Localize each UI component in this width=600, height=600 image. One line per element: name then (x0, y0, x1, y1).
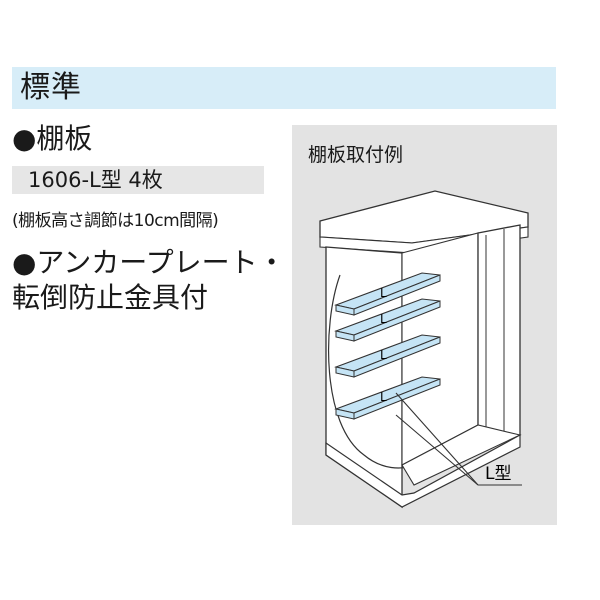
callout-line-2 (395, 392, 479, 486)
shelf-label-3: L (380, 348, 387, 362)
shelf-2: L (334, 298, 441, 342)
shelf-label-4: L (380, 390, 387, 404)
cabinet-curve (327, 274, 415, 469)
anchor-heading-line2: 転倒防止金具付 (12, 281, 209, 314)
shelf-1: L (334, 272, 441, 316)
anchor-heading-text: ●アンカープレート・ (12, 246, 286, 279)
cabinet-right-post (477, 224, 521, 446)
cabinet-top-front (319, 226, 529, 254)
cabinet-base (325, 433, 521, 508)
shelf-spec: 1606-L型 4枚 (28, 168, 163, 192)
page-title: 標準 (20, 70, 82, 105)
diagram-caption: 棚板取付例 (308, 144, 404, 166)
callout-label: L型 (485, 464, 511, 484)
header-bar: 標準 (12, 67, 556, 109)
shelf-4: L (334, 376, 441, 420)
callout-line-1 (395, 414, 479, 486)
shelf-3: L (334, 334, 441, 378)
cabinet-illustration: L L L L L型 (319, 190, 529, 509)
shelf-label-2: L (380, 312, 387, 326)
diagram-panel: 棚板取付例 L L (292, 125, 557, 525)
shelf-heading: ●棚板 (12, 122, 92, 156)
shelf-heading-text: ●棚板 (12, 122, 93, 155)
shelf-spec-bar: 1606-L型 4枚 (12, 166, 264, 194)
shelf-label-1: L (380, 286, 387, 300)
shelf-note: (棚板高さ調節は10cm間隔) (12, 211, 219, 231)
anchor-heading: ●アンカープレート・ (12, 246, 286, 280)
